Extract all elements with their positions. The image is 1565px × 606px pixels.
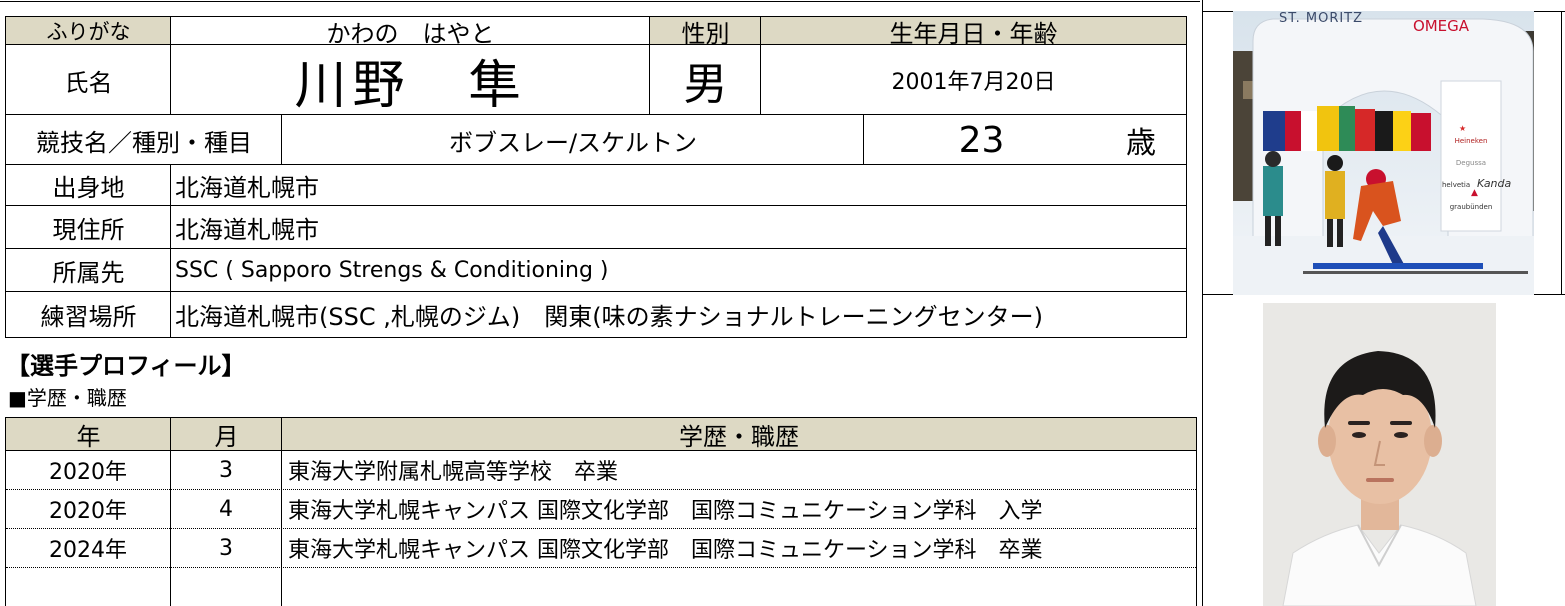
profile-heading: 【選手プロフィール】 bbox=[6, 352, 246, 380]
history-row-line-2 bbox=[6, 528, 1196, 529]
top-border-line bbox=[0, 1, 1200, 2]
furigana-value: かわの はやと bbox=[170, 16, 651, 46]
gender-value: 男 bbox=[649, 44, 762, 116]
history-row-line-3 bbox=[6, 567, 1196, 568]
sponsor-4: Kanda bbox=[1477, 177, 1512, 190]
history-body bbox=[5, 449, 1197, 606]
portrait-photo-art bbox=[1263, 303, 1496, 606]
photo-frame-left-line bbox=[1202, 11, 1203, 606]
history-divider-1 bbox=[170, 449, 171, 606]
furigana-label: ふりがな bbox=[5, 16, 172, 46]
portrait-photo bbox=[1263, 303, 1496, 606]
birthdate-value: 2001年7月20日 bbox=[760, 44, 1187, 116]
origin-value: 北海道札幌市 bbox=[170, 164, 1187, 207]
sponsor-3: helvetia bbox=[1442, 181, 1471, 189]
sport-value: ボブスレー/スケルトン bbox=[281, 114, 865, 166]
photo-frame-right-line bbox=[1561, 11, 1562, 295]
name-label: 氏名 bbox=[5, 44, 172, 116]
sport-label: 競技名／種別・種目 bbox=[5, 114, 283, 166]
name-value: 川野 隼 bbox=[170, 44, 651, 116]
history-divider-2 bbox=[281, 449, 282, 606]
training-value: 北海道札幌市(SSC ,札幌のジム) 関東(味の素ナショナルトレーニングセンター… bbox=[170, 291, 1187, 338]
sponsor-1: Heineken bbox=[1454, 137, 1488, 145]
history-row-3-month: 3 bbox=[219, 535, 233, 561]
history-row-2-year: 2020年 bbox=[49, 499, 127, 524]
age-value: 23 bbox=[958, 119, 1005, 161]
training-label: 練習場所 bbox=[5, 291, 172, 338]
address-value: 北海道札幌市 bbox=[170, 205, 1187, 250]
history-col-month: 月 bbox=[170, 417, 283, 451]
history-row-2-text: 東海大学札幌キャンパス 国際文化学部 国際コミュニケーション学科 入学 bbox=[288, 499, 1043, 524]
origin-label: 出身地 bbox=[5, 164, 172, 207]
banner-left-text: ST. MORITZ bbox=[1278, 11, 1364, 26]
age-cell: 23 歳 bbox=[863, 114, 1187, 166]
birth-label: 生年月日・年齢 bbox=[760, 16, 1187, 46]
address-label: 現住所 bbox=[5, 205, 172, 250]
history-row-1-month: 3 bbox=[219, 457, 233, 483]
history-row-3-year: 2024年 bbox=[49, 538, 127, 563]
skeleton-action-photo: ★ ▲ ST. MORITZ OMEGA Heineken Degussa he… bbox=[1233, 11, 1534, 295]
svg-text:★: ★ bbox=[1459, 124, 1466, 133]
history-row-1-year: 2020年 bbox=[49, 460, 127, 485]
affiliation-value: SSC ( Sapporo Strengs & Conditioning ) bbox=[170, 248, 1187, 293]
svg-text:▲: ▲ bbox=[1471, 188, 1478, 198]
history-col-year: 年 bbox=[5, 417, 172, 451]
history-subheading: ■学歴・職歴 bbox=[8, 386, 127, 410]
sponsor-5: graubünden bbox=[1449, 203, 1493, 211]
banner-right-text: OMEGA bbox=[1412, 17, 1470, 35]
skeleton-photo-art: ★ ▲ bbox=[1233, 11, 1534, 295]
history-col-detail: 学歴・職歴 bbox=[281, 417, 1197, 451]
gender-label: 性別 bbox=[649, 16, 762, 46]
top-divider-line bbox=[1202, 0, 1203, 20]
history-row-line-1 bbox=[6, 489, 1196, 490]
history-row-3-text: 東海大学札幌キャンパス 国際文化学部 国際コミュニケーション学科 卒業 bbox=[288, 538, 1043, 563]
affiliation-label: 所属先 bbox=[5, 248, 172, 293]
history-row-2-month: 4 bbox=[219, 496, 233, 522]
sponsor-2: Degussa bbox=[1455, 159, 1487, 167]
history-row-1-text: 東海大学附属札幌高等学校 卒業 bbox=[288, 460, 619, 485]
age-unit: 歳 bbox=[1126, 126, 1156, 161]
